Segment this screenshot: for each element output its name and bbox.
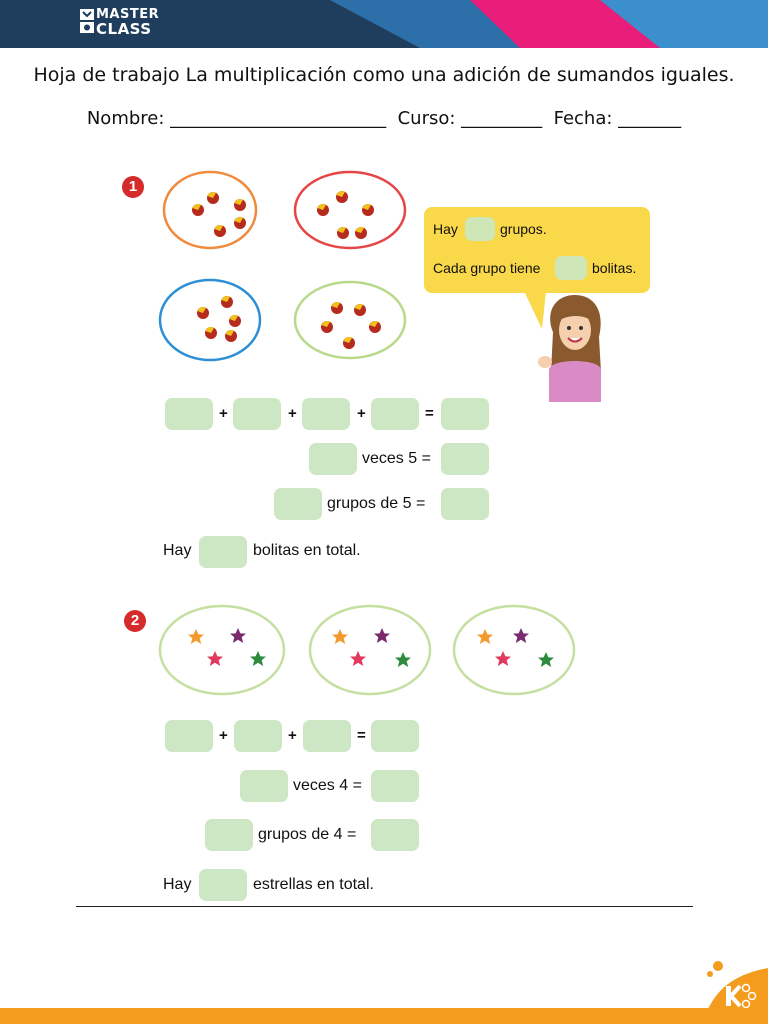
ball-icon xyxy=(336,190,348,203)
ex1-total-label: bolitas en total. xyxy=(253,542,361,559)
ex2-addend-box-2[interactable] xyxy=(234,720,282,752)
exercise-2-number: 2 xyxy=(124,610,146,632)
ex2-veces-label: veces 4 = xyxy=(293,777,362,794)
kiddoe-logo-icon xyxy=(706,961,768,1014)
ex1-addend-box-1[interactable] xyxy=(165,398,213,430)
student-info-line: Nombre: ________________________ Curso: … xyxy=(86,108,682,129)
worksheet-title: Hoja de trabajo La multiplicación como u… xyxy=(33,64,735,86)
ball-icon xyxy=(205,326,217,339)
ex2-sum-box[interactable] xyxy=(371,720,419,752)
ex2-times-box[interactable] xyxy=(240,770,288,802)
star-icon xyxy=(495,651,511,666)
star-groups-illustration xyxy=(158,604,576,696)
exercise-1-number: 1 xyxy=(122,176,144,198)
star-icon xyxy=(207,651,223,666)
bubble-bolitas-label: bolitas. xyxy=(592,260,637,276)
star-icon xyxy=(538,652,554,667)
ball-icon xyxy=(331,301,343,314)
ex1-sum-box[interactable] xyxy=(441,398,489,430)
ex2-groups-box[interactable] xyxy=(205,819,253,851)
ex2-addend-box-1[interactable] xyxy=(165,720,213,752)
ex1-addend-box-2[interactable] xyxy=(233,398,281,430)
star-icon xyxy=(395,652,411,667)
ball-icon xyxy=(369,320,381,333)
logo-line-1: MASTER xyxy=(96,7,160,22)
plus-sign: + xyxy=(357,405,366,422)
ex1-times-box[interactable] xyxy=(309,443,357,475)
ex2-groups-result-box[interactable] xyxy=(371,819,419,851)
ball-icon xyxy=(229,314,241,327)
girl-illustration xyxy=(538,295,601,402)
group-oval-green xyxy=(293,280,407,360)
equals-sign: = xyxy=(357,727,366,744)
group-oval xyxy=(158,604,286,696)
ball-icon xyxy=(343,336,355,349)
star-icon xyxy=(350,651,366,666)
ex1-times-result-box[interactable] xyxy=(441,443,489,475)
ex2-total-label: estrellas en total. xyxy=(253,876,374,893)
group-oval-red xyxy=(293,170,407,250)
speech-bubble-tail xyxy=(524,291,546,329)
masterclass-logo-icon xyxy=(80,9,94,33)
ball-icon xyxy=(192,203,204,216)
ball-icon xyxy=(234,216,246,229)
ex1-veces-label: veces 5 = xyxy=(362,450,431,467)
ball-icon xyxy=(214,224,226,237)
star-icon xyxy=(250,651,266,666)
ball-icon xyxy=(225,329,237,342)
bottom-divider xyxy=(76,906,693,907)
group-oval xyxy=(308,604,432,696)
star-icon xyxy=(230,628,246,643)
bubble-cada-grupo-label: Cada grupo tiene xyxy=(433,260,541,276)
answer-box-groups[interactable] xyxy=(465,217,495,241)
star-icon xyxy=(188,629,204,644)
ball-groups-illustration xyxy=(158,170,407,362)
ball-icon xyxy=(317,203,329,216)
group-oval-blue xyxy=(158,278,262,362)
star-icon xyxy=(332,629,348,644)
answer-box-per-group[interactable] xyxy=(555,256,587,280)
ball-icon xyxy=(355,226,367,239)
footer-bar xyxy=(0,1008,768,1024)
ex2-grupos-label: grupos de 4 = xyxy=(258,826,357,843)
ball-icon xyxy=(197,306,209,319)
bubble-grupos-label: grupos. xyxy=(500,221,547,237)
ball-icon xyxy=(354,303,366,316)
ball-icon xyxy=(337,226,349,239)
ex2-times-result-box[interactable] xyxy=(371,770,419,802)
ball-icon xyxy=(221,295,233,308)
star-icon xyxy=(513,628,529,643)
ex1-total-box[interactable] xyxy=(199,536,247,568)
plus-sign: + xyxy=(219,727,228,744)
plus-sign: + xyxy=(219,405,228,422)
star-icon xyxy=(374,628,390,643)
ball-icon xyxy=(234,198,246,211)
speech-bubble: Hay grupos. Cada grupo tiene bolitas. xyxy=(424,207,650,293)
header-banner xyxy=(0,0,768,48)
group-oval xyxy=(452,604,576,696)
ex1-addend-box-4[interactable] xyxy=(371,398,419,430)
equals-sign: = xyxy=(425,405,434,422)
ex1-groups-result-box[interactable] xyxy=(441,488,489,520)
ball-icon xyxy=(362,203,374,216)
bubble-hay-label: Hay xyxy=(433,221,458,237)
star-icon xyxy=(477,629,493,644)
ex2-total-box[interactable] xyxy=(199,869,247,901)
ex1-addend-box-3[interactable] xyxy=(302,398,350,430)
ex1-groups-box[interactable] xyxy=(274,488,322,520)
ex2-addend-box-3[interactable] xyxy=(303,720,351,752)
logo-line-2: CLASS xyxy=(96,20,152,38)
ex1-total-hay-label: Hay xyxy=(163,542,192,559)
ex2-total-hay-label: Hay xyxy=(163,876,192,893)
ball-icon xyxy=(321,320,333,333)
plus-sign: + xyxy=(288,405,297,422)
plus-sign: + xyxy=(288,727,297,744)
group-oval-orange xyxy=(162,170,258,250)
ball-icon xyxy=(207,191,219,204)
ex1-grupos-label: grupos de 5 = xyxy=(327,495,426,512)
